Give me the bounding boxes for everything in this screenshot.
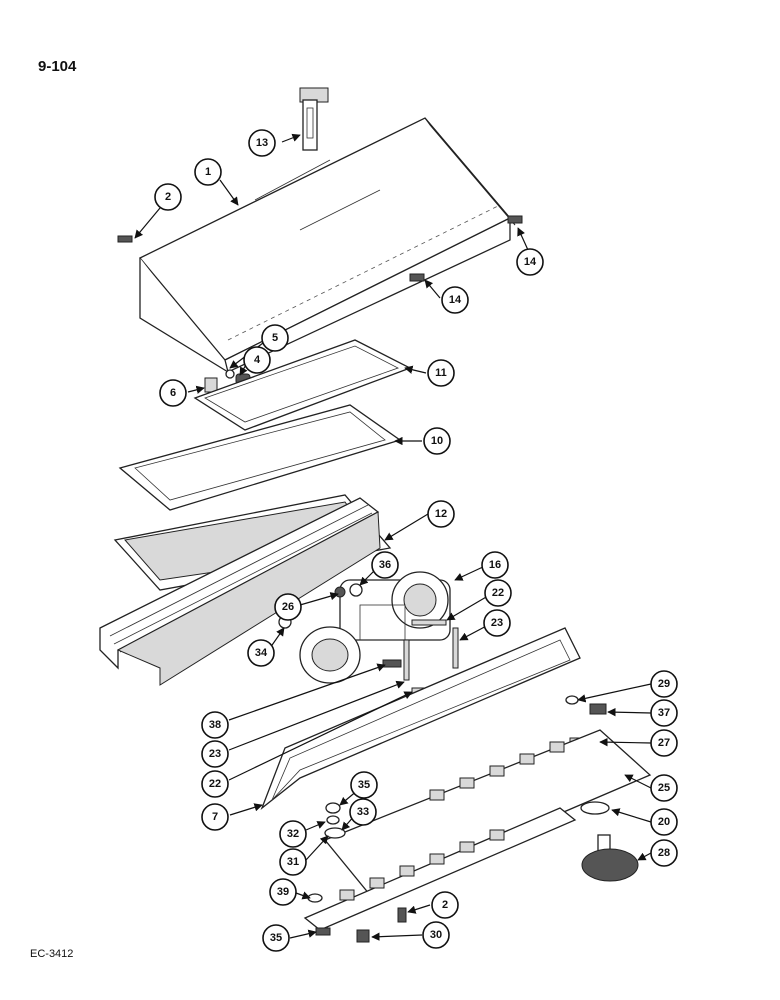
callout-23-upper: 23 xyxy=(483,609,511,637)
svg-text:33: 33 xyxy=(357,806,369,818)
bottom-fasteners xyxy=(315,907,407,943)
svg-text:14: 14 xyxy=(449,294,462,306)
housing-part-1 xyxy=(138,117,516,373)
svg-text:20: 20 xyxy=(658,816,670,828)
svg-text:12: 12 xyxy=(435,508,447,520)
svg-text:38: 38 xyxy=(209,719,221,731)
svg-text:27: 27 xyxy=(658,737,670,749)
svg-text:5: 5 xyxy=(272,332,278,344)
callout-27: 27 xyxy=(650,729,678,757)
callout-34: 34 xyxy=(247,639,275,667)
svg-text:2: 2 xyxy=(442,899,448,911)
page-number: 9-104 xyxy=(38,58,77,75)
screw-part-14 xyxy=(409,215,523,282)
svg-text:1: 1 xyxy=(205,166,211,178)
callout-7: 7 xyxy=(201,803,229,831)
svg-text:37: 37 xyxy=(658,707,670,719)
callout-35-upper: 35 xyxy=(350,771,378,799)
callout-32: 32 xyxy=(279,820,307,848)
callout-22-upper: 22 xyxy=(484,579,512,607)
svg-text:16: 16 xyxy=(489,559,501,571)
callout-10: 10 xyxy=(423,427,451,455)
svg-text:2: 2 xyxy=(165,191,171,203)
svg-text:7: 7 xyxy=(212,811,218,823)
callout-20: 20 xyxy=(650,808,678,836)
callout-14-lower: 14 xyxy=(441,286,469,314)
callout-4: 4 xyxy=(243,346,271,374)
louver-panel-part-25 xyxy=(323,729,652,896)
callout-6: 6 xyxy=(159,379,187,407)
svg-text:30: 30 xyxy=(430,929,442,941)
lower-panel xyxy=(303,807,577,931)
callout-13: 13 xyxy=(248,129,276,157)
svg-text:4: 4 xyxy=(254,354,261,366)
svg-text:13: 13 xyxy=(256,137,268,149)
callout-14-right: 14 xyxy=(516,248,544,276)
svg-text:25: 25 xyxy=(658,782,670,794)
callout-2-top: 2 xyxy=(154,183,182,211)
callout-16: 16 xyxy=(481,551,509,579)
callout-1: 1 xyxy=(194,158,222,186)
heater-core xyxy=(99,497,381,686)
callout-33: 33 xyxy=(349,798,377,826)
callout-23-lower: 23 xyxy=(201,740,229,768)
callout-26: 26 xyxy=(274,593,302,621)
svg-text:32: 32 xyxy=(287,828,299,840)
callout-28: 28 xyxy=(650,839,678,867)
callout-5: 5 xyxy=(261,324,289,352)
svg-text:35: 35 xyxy=(270,932,282,944)
svg-text:6: 6 xyxy=(170,387,176,399)
bracket-part-13 xyxy=(299,87,329,151)
callout-35-lower: 35 xyxy=(262,924,290,952)
svg-text:34: 34 xyxy=(255,647,268,659)
callout-25: 25 xyxy=(650,774,678,802)
callout-36: 36 xyxy=(371,551,399,579)
callout-37: 37 xyxy=(650,699,678,727)
knob-part-28 xyxy=(580,801,639,882)
callout-29: 29 xyxy=(650,670,678,698)
svg-text:39: 39 xyxy=(277,886,289,898)
callout-31: 31 xyxy=(279,848,307,876)
callout-12: 12 xyxy=(427,500,455,528)
svg-text:22: 22 xyxy=(492,587,504,599)
callout-39: 39 xyxy=(269,878,297,906)
svg-text:23: 23 xyxy=(209,748,221,760)
svg-text:10: 10 xyxy=(431,435,443,447)
screw-part-2 xyxy=(117,235,133,243)
svg-text:36: 36 xyxy=(379,559,391,571)
svg-text:35: 35 xyxy=(358,779,370,791)
svg-text:26: 26 xyxy=(282,601,294,613)
svg-text:22: 22 xyxy=(209,778,221,790)
svg-text:14: 14 xyxy=(524,256,537,268)
blower-part-16 xyxy=(299,571,451,684)
callout-2-bottom: 2 xyxy=(431,891,459,919)
callout-22-lower: 22 xyxy=(201,770,229,798)
svg-text:23: 23 xyxy=(491,617,503,629)
figure-code: EC-3412 xyxy=(30,948,74,960)
hardware-parts-31-32-33-35 xyxy=(324,802,346,839)
callout-11: 11 xyxy=(427,359,455,387)
callout-30: 30 xyxy=(422,921,450,949)
screw-part-38 xyxy=(382,659,402,668)
svg-text:31: 31 xyxy=(287,856,299,868)
callout-38: 38 xyxy=(201,711,229,739)
frame-part-7 xyxy=(260,627,581,810)
svg-text:28: 28 xyxy=(658,847,670,859)
svg-text:29: 29 xyxy=(658,678,670,690)
svg-text:11: 11 xyxy=(435,367,447,379)
